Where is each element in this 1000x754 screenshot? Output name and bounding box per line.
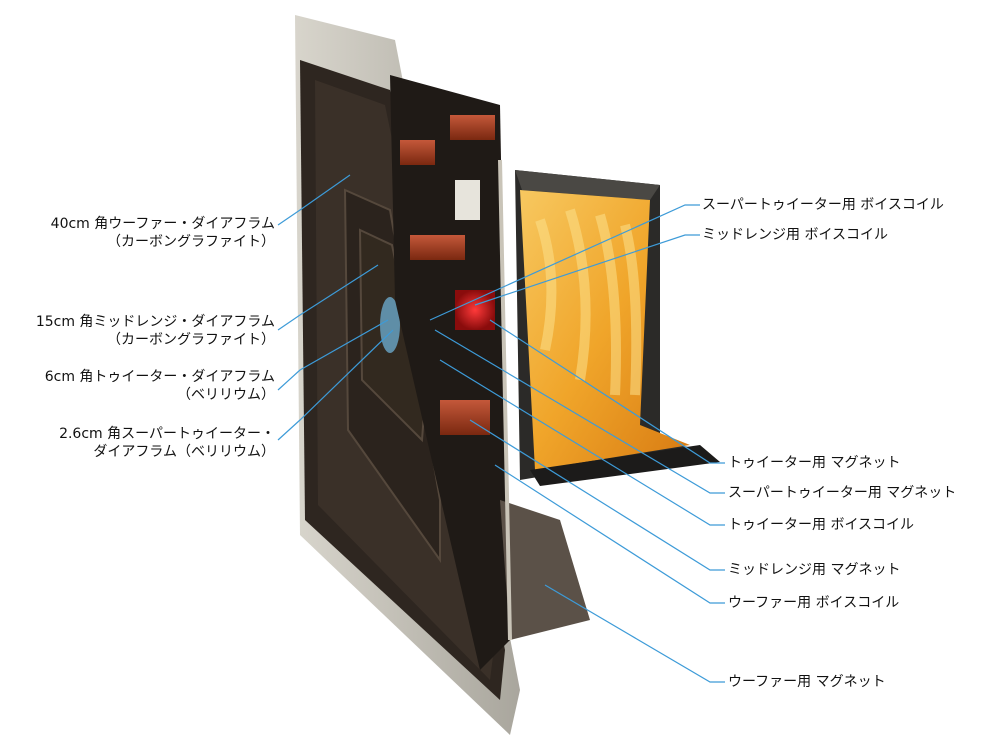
label-woofer-magnet: ウーファー用 マグネット [728,674,886,690]
label-line1: 2.6cm 角スーパートゥイーター・ [59,426,275,442]
leader-woofer-diaphragm [277,174,351,226]
label-super-tweeter-magnet: スーパートゥイーター用 マグネット [728,485,957,501]
leader-midrange-diaphragm [277,264,379,331]
label-line2: （カーボングラファイト） [107,332,275,348]
label-woofer-coil: ウーファー用 ボイスコイル [728,595,900,611]
label-midrange-diaphragm: 15cm 角ミッドレンジ・ダイアフラム （カーボングラファイト） [36,313,275,349]
label-line1: 6cm 角トゥイーター・ダイアフラム [44,369,275,385]
label-line2: （カーボングラファイト） [107,234,275,250]
label-line2: （ベリリウム） [177,387,275,403]
leader-lines [277,174,725,683]
leader-tweeter-coil [439,359,725,526]
label-line1: 40cm 角ウーファー・ダイアフラム [50,216,275,232]
leader-midrange-magnet [469,419,725,571]
label-tweeter-diaphragm: 6cm 角トゥイーター・ダイアフラム （ベリリウム） [45,368,275,404]
label-super-tweeter-coil: スーパートゥイーター用 ボイスコイル [702,197,944,213]
label-line1: 15cm 角ミッドレンジ・ダイアフラム [35,314,275,330]
label-tweeter-coil: トゥイーター用 ボイスコイル [728,517,915,533]
leader-midrange-coil [474,234,700,306]
label-woofer-diaphragm: 40cm 角ウーファー・ダイアフラム （カーボングラファイト） [51,215,275,251]
leader-super-tweeter-diaphragm [277,329,394,441]
label-line2: ダイアフラム（ベリリウム） [93,444,275,460]
leader-tweeter-magnet [489,319,725,464]
leader-tweeter-diaphragm [277,319,389,391]
leader-super-tweeter-coil [429,204,700,321]
driver-section [390,75,590,670]
leader-woofer-magnet [544,584,725,683]
leader-super-tweeter-magnet [434,329,725,494]
leader-woofer-coil [494,464,725,604]
label-super-tweeter-diaphragm: 2.6cm 角スーパートゥイーター・ ダイアフラム（ベリリウム） [59,425,275,461]
label-tweeter-magnet: トゥイーター用 マグネット [728,455,901,471]
label-midrange-magnet: ミッドレンジ用 マグネット [728,562,901,578]
label-midrange-coil: ミッドレンジ用 ボイスコイル [702,227,889,243]
